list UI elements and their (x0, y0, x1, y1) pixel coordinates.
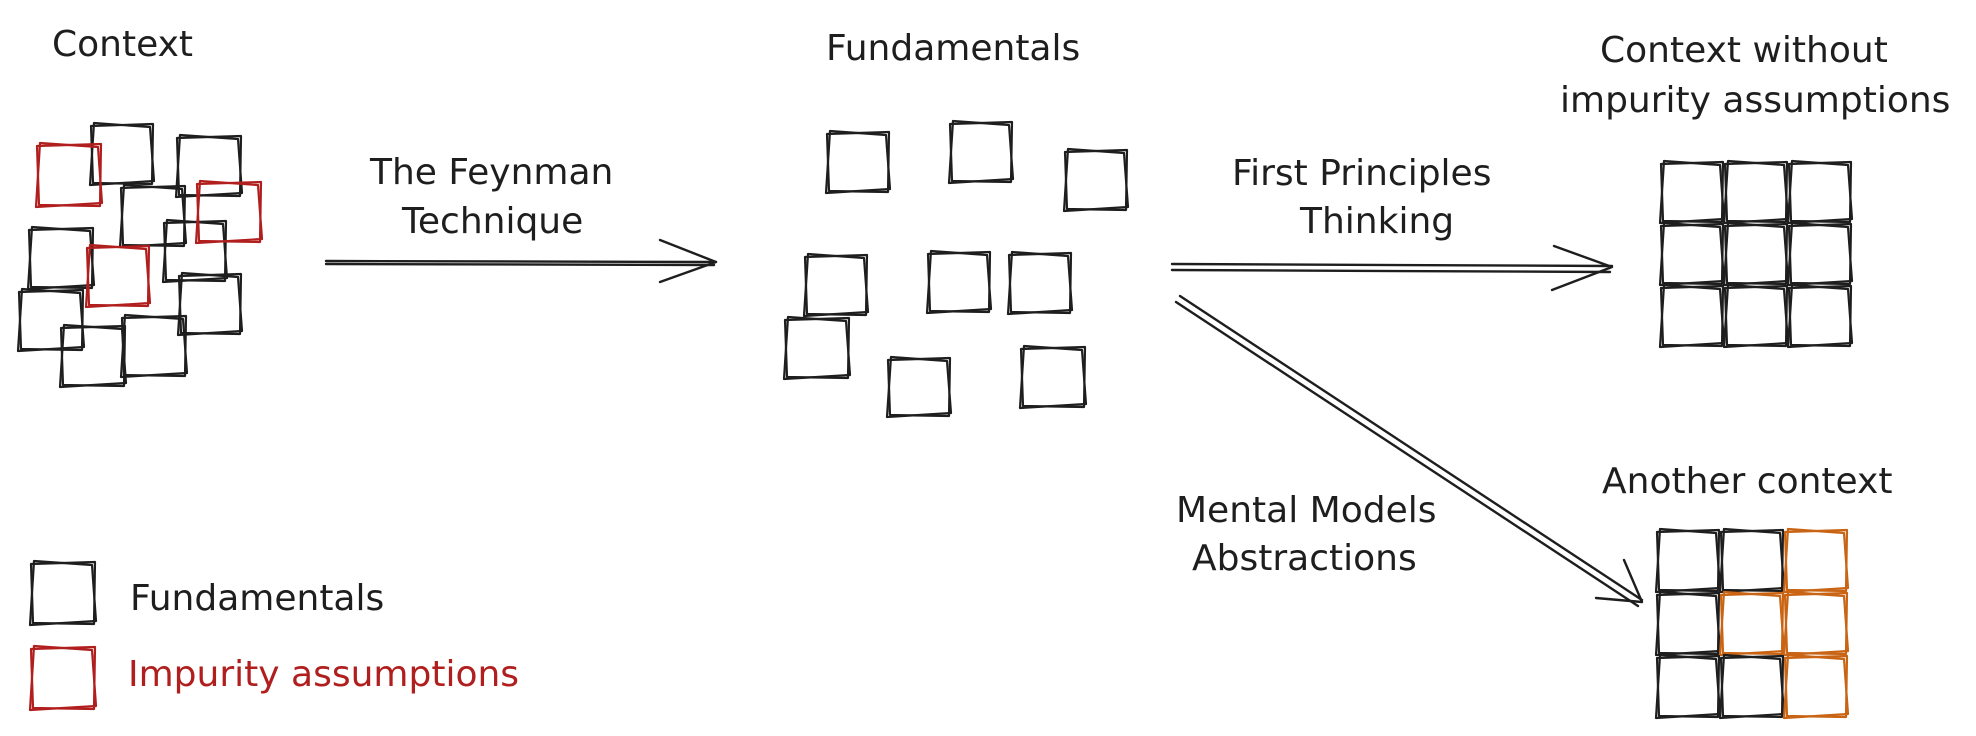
grid-cell (1718, 653, 1786, 720)
fundamental-box (925, 249, 993, 315)
fundamental-box (782, 315, 852, 381)
grid-cell (1718, 590, 1786, 657)
context-cluster (16, 121, 264, 389)
context-box (58, 323, 128, 389)
legend: Fundamentals Impurity assumptions (28, 559, 519, 712)
context-without-title-line1: Context without (1600, 30, 1888, 71)
grid-cell (1782, 590, 1850, 657)
fundamental-box (947, 119, 1015, 185)
grid-cell (1722, 283, 1790, 349)
context-box (84, 243, 152, 309)
first-principles-label-line1: First Principles (1232, 153, 1491, 194)
grid-cell (1654, 590, 1722, 657)
first-principles-arrow (1170, 244, 1614, 292)
first-principles-label-line2: Thinking (1299, 201, 1454, 242)
grid-cell (1722, 221, 1790, 287)
mental-models-label-line2: Abstractions (1192, 538, 1417, 579)
fundamental-box (1018, 344, 1088, 410)
grid-cell (1786, 159, 1854, 225)
legend-impurity-label: Impurity assumptions (128, 654, 519, 695)
context-box (26, 225, 96, 291)
legend-fundamentals-swatch (28, 559, 98, 627)
context-box (118, 183, 188, 249)
grid-cell (1782, 653, 1850, 720)
grid-cell (1658, 283, 1726, 349)
context-box (16, 287, 86, 353)
legend-box (28, 644, 98, 712)
grid-cell (1654, 527, 1722, 594)
context-box (34, 141, 104, 209)
grid-cell (1658, 159, 1726, 225)
context-box (174, 133, 244, 199)
grid-cell (1654, 653, 1722, 720)
grid-cell (1658, 221, 1726, 287)
context-box (161, 218, 229, 284)
feynman-arrow (324, 238, 718, 284)
grid-cell (1718, 527, 1786, 594)
grid-cell (1722, 159, 1790, 225)
context-title: Context (52, 24, 193, 65)
fundamental-box (1006, 250, 1074, 316)
context-box (119, 313, 189, 379)
grid-cell (1786, 283, 1854, 349)
legend-box (28, 559, 98, 627)
fundamental-box (802, 252, 870, 318)
mental-models-label-line1: Mental Models (1176, 490, 1437, 531)
another-context-title: Another context (1602, 461, 1892, 502)
fundamentals-cluster (782, 119, 1130, 419)
context-without-impurity-grid (1658, 159, 1854, 349)
feynman-label-line1: The Feynman (369, 152, 613, 193)
mental-models-arrow (1174, 294, 1644, 608)
context-box (194, 179, 264, 245)
grid-cell (1782, 527, 1850, 594)
fundamental-box (885, 355, 953, 419)
legend-fundamentals-label: Fundamentals (130, 578, 384, 619)
context-box (88, 121, 156, 187)
context-box (176, 271, 244, 337)
grid-cell (1786, 221, 1854, 287)
fundamentals-title: Fundamentals (826, 28, 1080, 69)
another-context-grid (1654, 527, 1850, 720)
feynman-label-line2: Technique (401, 201, 583, 242)
fundamental-box (1062, 147, 1130, 213)
fundamental-box (824, 129, 892, 195)
legend-impurity-swatch (28, 644, 98, 712)
context-without-title-line2: impurity assumptions (1560, 80, 1950, 121)
